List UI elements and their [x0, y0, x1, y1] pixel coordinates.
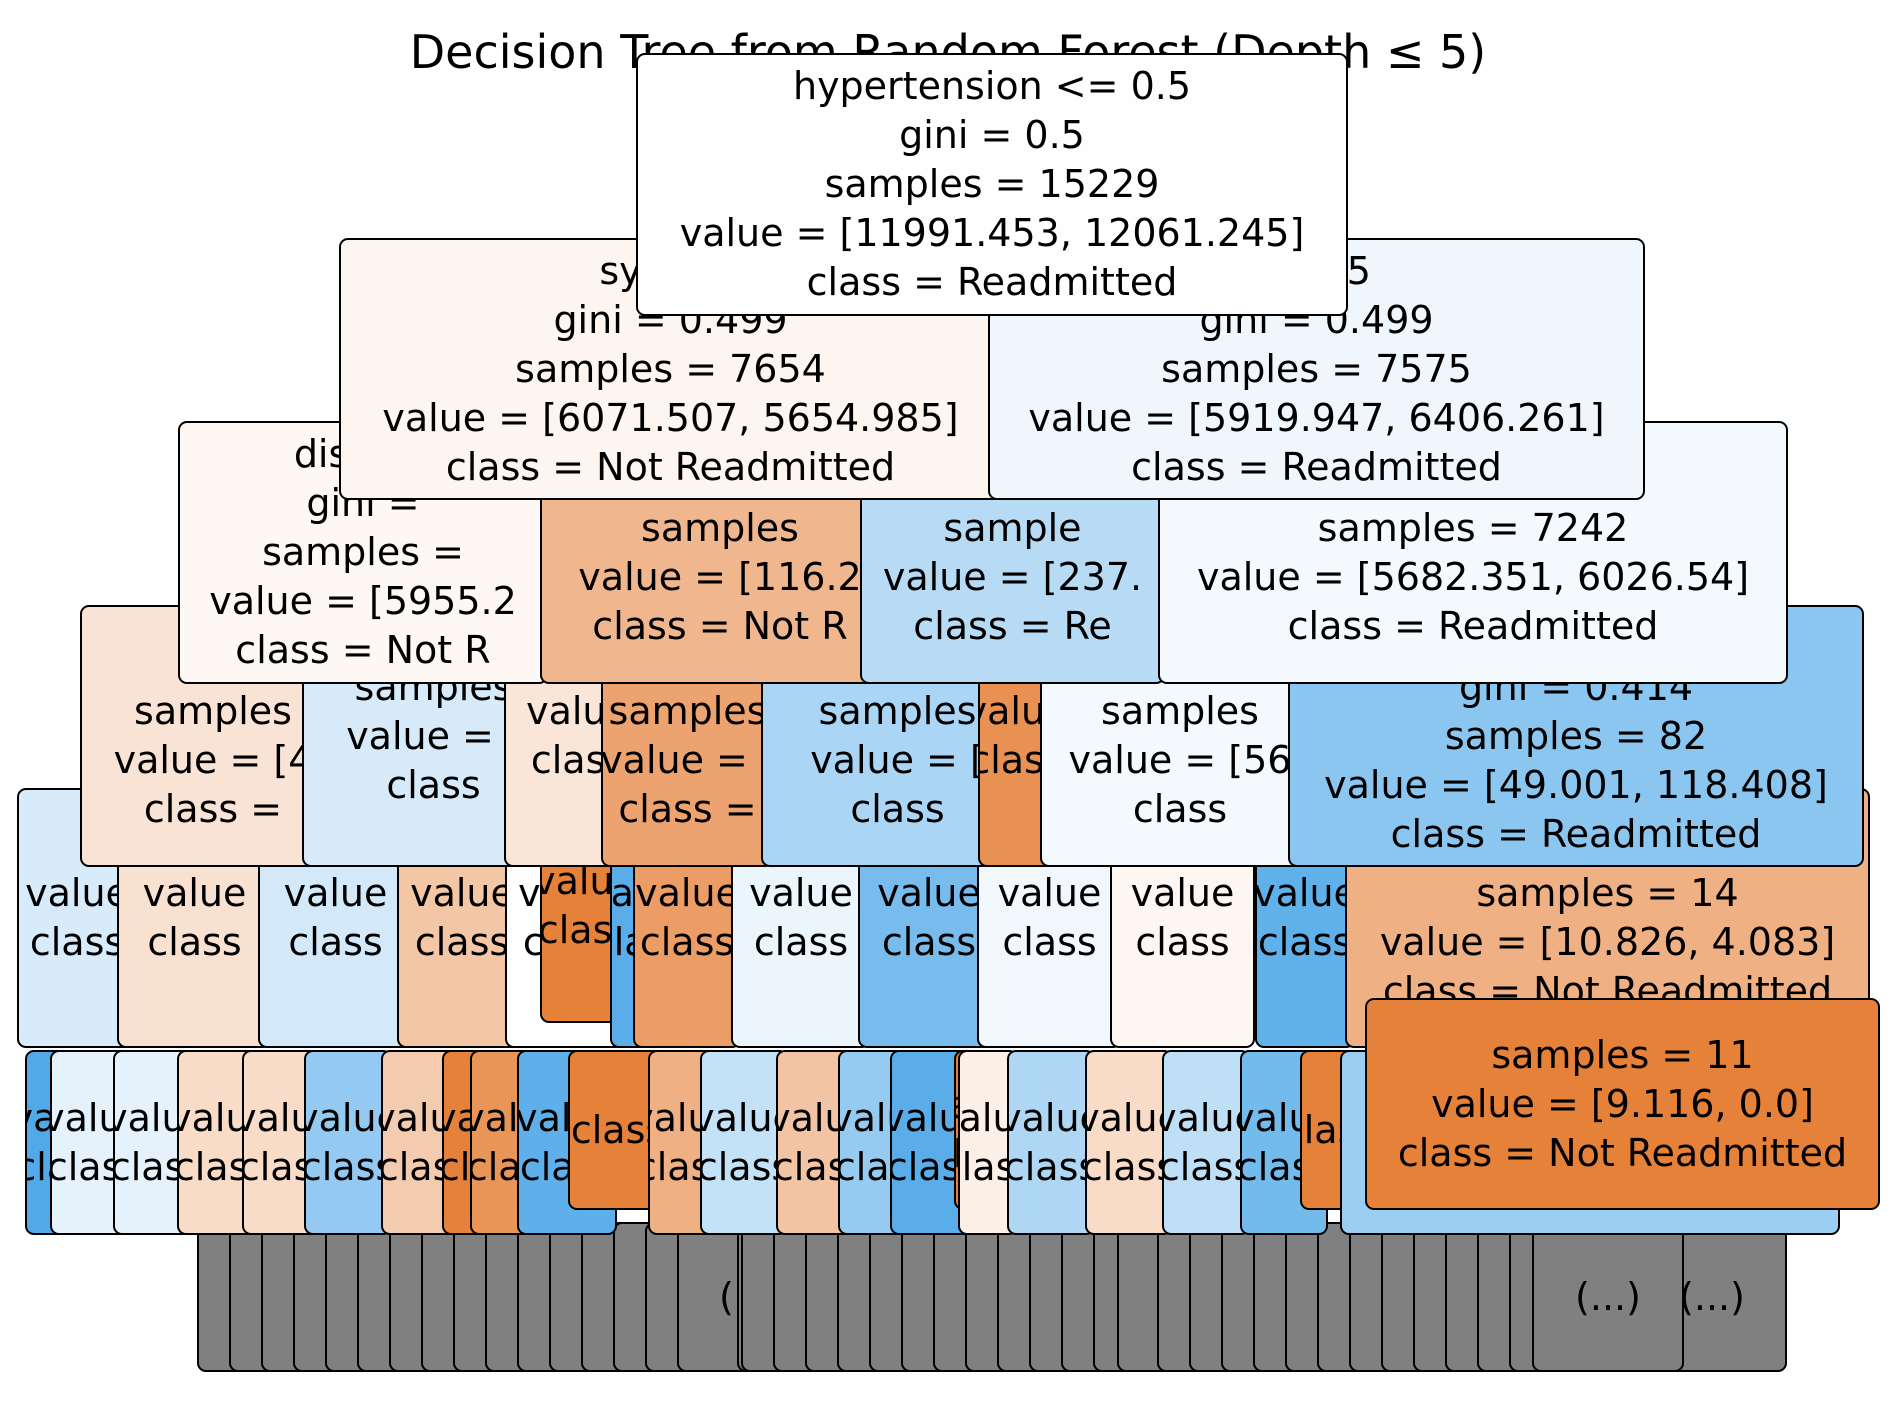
node-text-line: class	[304, 1144, 392, 1189]
node-text-line: class =	[618, 787, 757, 831]
node-text-line: samples = 14	[1476, 871, 1739, 915]
node-text-line: class = Re	[913, 603, 1112, 648]
node-text-line: value	[958, 1095, 1017, 1140]
node-text-line: class	[1162, 1144, 1250, 1189]
node-text-line: value = [4	[113, 738, 313, 782]
node-text-line: samples	[641, 505, 799, 550]
truncated-node: (...)	[1532, 1222, 1684, 1372]
node-text-line: value	[635, 871, 739, 915]
node-text-line: value	[410, 871, 514, 915]
node-text-line: class	[881, 920, 977, 964]
node-text-line: value = [5682.351, 6026.54]	[1196, 554, 1750, 599]
node-text-line: samples = 7242	[1317, 505, 1629, 550]
node-text-line: value	[749, 871, 853, 915]
node-text-line: value	[25, 871, 129, 915]
node-text-line: class = Not Readmitted	[1397, 1130, 1848, 1175]
node-text-line: value	[1164, 1095, 1248, 1140]
node-text-line: samples = 11	[1491, 1032, 1754, 1077]
node-text-line: class	[288, 920, 383, 964]
node-text-line: samples	[1101, 689, 1259, 733]
node-text-line: samples =	[262, 530, 464, 574]
node-text-line: sample	[943, 505, 1082, 550]
node-text-line: class = Readmitted	[1390, 811, 1762, 856]
node-text-line: class = Not Readmitted	[445, 444, 896, 489]
node-text-line: class	[414, 920, 510, 964]
node-text-line: class	[1085, 1144, 1173, 1189]
node-text-line: samples	[608, 689, 767, 733]
node-text-line: value	[1087, 1095, 1171, 1140]
node-text-line: class = Readmitted	[1287, 603, 1659, 648]
node-text-line: class	[639, 920, 735, 964]
node-text-line: samples = 7575	[1161, 346, 1472, 391]
node-text-line: class	[1007, 1144, 1095, 1189]
node-text-line: value = [6071.507, 5654.985]	[382, 395, 959, 440]
node-text-line: (...)	[1575, 1274, 1641, 1319]
node-text-line: class = Readmitted	[806, 260, 1178, 304]
node-text-line: samples = 15229	[824, 162, 1160, 206]
node-text-line: class	[700, 1144, 788, 1189]
node-text-line: value	[1130, 871, 1235, 915]
node-text-line: value = [56	[1068, 738, 1292, 782]
node-text-line: value = [11991.453, 12061.245]	[679, 211, 1305, 255]
root-node: hypertension <= 0.5 gini = 0.5 samples = 1…	[636, 53, 1348, 316]
node-text-line: class	[1002, 920, 1097, 964]
node-text-line: class = Readmitted	[1131, 444, 1502, 489]
node-text-line: value = [5955.2	[209, 579, 517, 623]
node-text-line: class	[147, 920, 242, 964]
node-text-line: class	[850, 787, 945, 831]
node-text-line: samples = 82	[1444, 713, 1708, 758]
node-text-line: value = [237.	[882, 554, 1143, 599]
node-text-line: value	[877, 871, 981, 915]
node-text-line: samples	[818, 689, 977, 733]
node-text-line: value = [10.826, 4.083]	[1379, 920, 1836, 964]
node-text-line: class	[386, 762, 481, 807]
node-text-line: value	[283, 871, 388, 915]
node-text-line: value = [9.116, 0.0]	[1431, 1081, 1814, 1126]
node-text-line: value = [	[601, 738, 774, 782]
tree-node: ginisamplesvalue = [class =	[601, 605, 774, 867]
node-text-line: value	[306, 1095, 390, 1140]
node-text-line: value	[997, 871, 1102, 915]
node-text-line: class	[29, 920, 125, 964]
node-text-line: class = Not R	[235, 628, 491, 672]
node-text-line: value	[1255, 871, 1355, 915]
node-text-line: class	[753, 920, 849, 964]
node-text-line: value = [49.001, 118.408]	[1324, 762, 1828, 807]
node-text-line: class	[1132, 787, 1228, 831]
node-text-line: class = Not R	[592, 603, 848, 648]
node-text-line: hypertension <= 0.5	[792, 64, 1192, 108]
node-text-line: value = [	[346, 713, 521, 758]
node-text-line: class	[1135, 920, 1230, 964]
node-text-line: value = [116.2	[578, 554, 862, 599]
node-text-line: samples	[134, 689, 292, 733]
node-text-line: value	[1009, 1095, 1093, 1140]
node-text-line: class	[1257, 920, 1353, 964]
node-text-line: value	[142, 871, 247, 915]
node-text-line: class =	[143, 787, 283, 831]
node-text-line: (...)	[1679, 1274, 1745, 1319]
node-text-line: class	[960, 1144, 1016, 1189]
node-text-line: value	[702, 1095, 786, 1140]
node-text-line: value = [5919.947, 6406.261]	[1028, 395, 1605, 440]
node-text-line: value = [	[810, 738, 985, 782]
node-text-line: samples = 7654	[515, 346, 826, 391]
node-text-line: gini = 0.5	[899, 113, 1085, 157]
